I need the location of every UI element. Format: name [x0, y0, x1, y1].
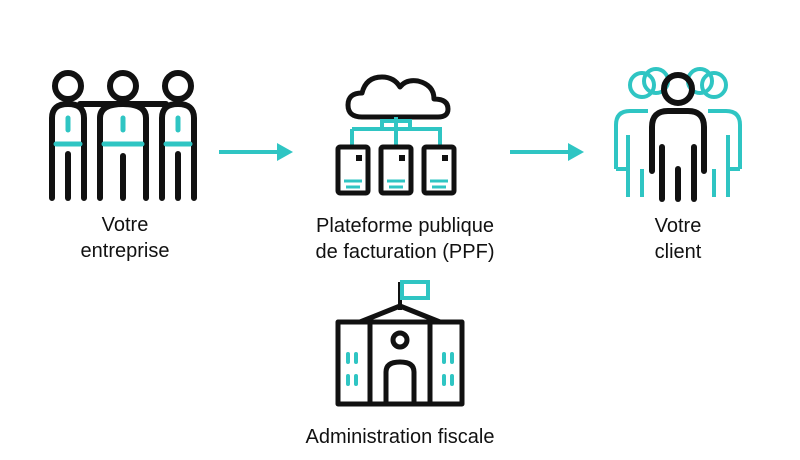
node-company: Votre entreprise	[40, 60, 210, 270]
government-building-icon	[335, 280, 465, 407]
label-platform: Plateforme publique de facturation (PPF)	[315, 215, 495, 263]
label-client: Votre client	[654, 215, 702, 263]
cloud-servers-icon	[335, 74, 457, 196]
arrow-company-to-platform	[219, 143, 293, 161]
label-tax: Administration fiscale	[305, 426, 495, 448]
label-company: Votre entreprise	[80, 214, 170, 262]
team-group-icon	[49, 70, 197, 201]
node-client: Votre client	[598, 65, 758, 275]
arrow-platform-to-client	[510, 143, 584, 161]
node-tax: Administration fiscale	[270, 276, 530, 456]
node-platform: Plateforme publique de facturation (PPF)	[290, 65, 520, 275]
client-crowd-icon	[614, 67, 742, 202]
